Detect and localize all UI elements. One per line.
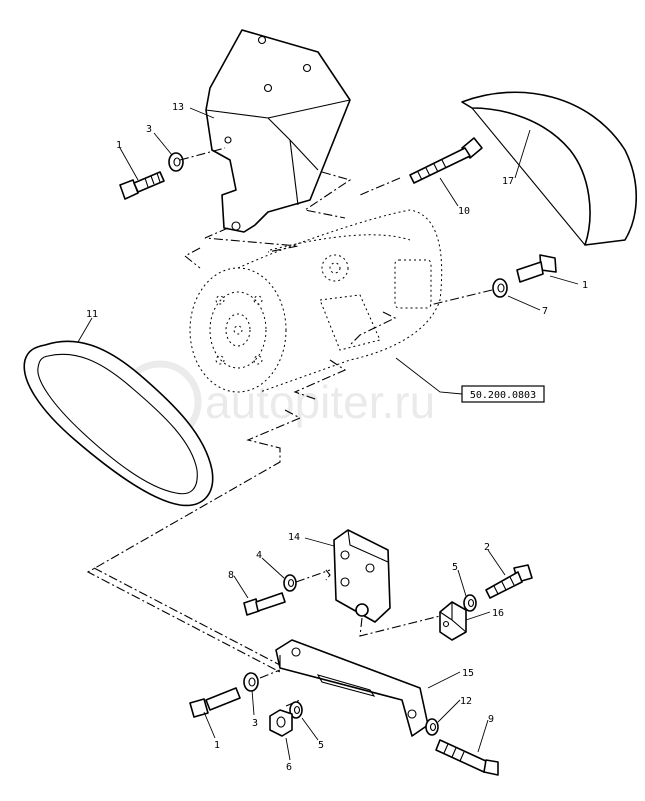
reference-box: 50.200.0803 [461, 385, 545, 403]
callout-5-right: 5 [452, 562, 458, 573]
watermark-text: autopiter.ru [205, 376, 435, 428]
callouts: 1 3 13 10 17 1 7 11 14 4 8 5 2 16 15 12 … [86, 102, 588, 773]
part-17-belt-guard [461, 91, 638, 246]
part-13-bracket [205, 29, 351, 233]
part-3-washer-lower [243, 672, 259, 692]
callout-16: 16 [492, 608, 504, 619]
part-10-long-bolt [409, 137, 483, 184]
callout-6: 6 [286, 762, 292, 773]
part-8-bolt [243, 592, 286, 616]
callout-3-lower: 3 [252, 718, 258, 729]
callout-15: 15 [462, 668, 474, 679]
callout-2: 2 [484, 542, 490, 553]
callout-1-lower: 1 [214, 740, 220, 751]
callout-5-lower: 5 [318, 740, 324, 751]
part-6-nut [269, 709, 293, 737]
reference-number: 50.200.0803 [470, 390, 536, 401]
callout-17: 17 [502, 176, 514, 187]
part-16-block [439, 601, 467, 641]
part-2-bolt [485, 564, 533, 599]
callout-13: 13 [172, 102, 184, 113]
part-5-washer-right [463, 594, 477, 612]
part-7-washer [492, 278, 508, 298]
callout-3-upper: 3 [146, 124, 152, 135]
callout-1-upper-left: 1 [116, 140, 122, 151]
alignment-lines [86, 147, 493, 707]
part-15-adjusting-bracket [275, 639, 429, 737]
callout-8: 8 [228, 570, 234, 581]
part-14-spacer-plate [333, 529, 391, 623]
callout-1-right: 1 [582, 280, 588, 291]
part-1-bolt-upper-left [119, 171, 165, 200]
leader-lines [77, 107, 579, 761]
callout-4: 4 [256, 550, 262, 561]
callout-12: 12 [460, 696, 472, 707]
part-1-bolt-lower [189, 687, 241, 718]
callout-7: 7 [542, 306, 548, 317]
part-9-bolt [435, 739, 499, 776]
part-12-washer [425, 718, 439, 736]
part-5-washer-lower [289, 701, 303, 719]
callout-9: 9 [488, 714, 494, 725]
part-3-washer-upper [168, 152, 184, 172]
callout-14: 14 [288, 532, 300, 543]
callout-11: 11 [86, 309, 98, 320]
part-4-washer [283, 574, 297, 592]
callout-10: 10 [458, 206, 470, 217]
part-1-bolt-right [516, 254, 557, 283]
part-11-drive-belt [23, 340, 214, 507]
